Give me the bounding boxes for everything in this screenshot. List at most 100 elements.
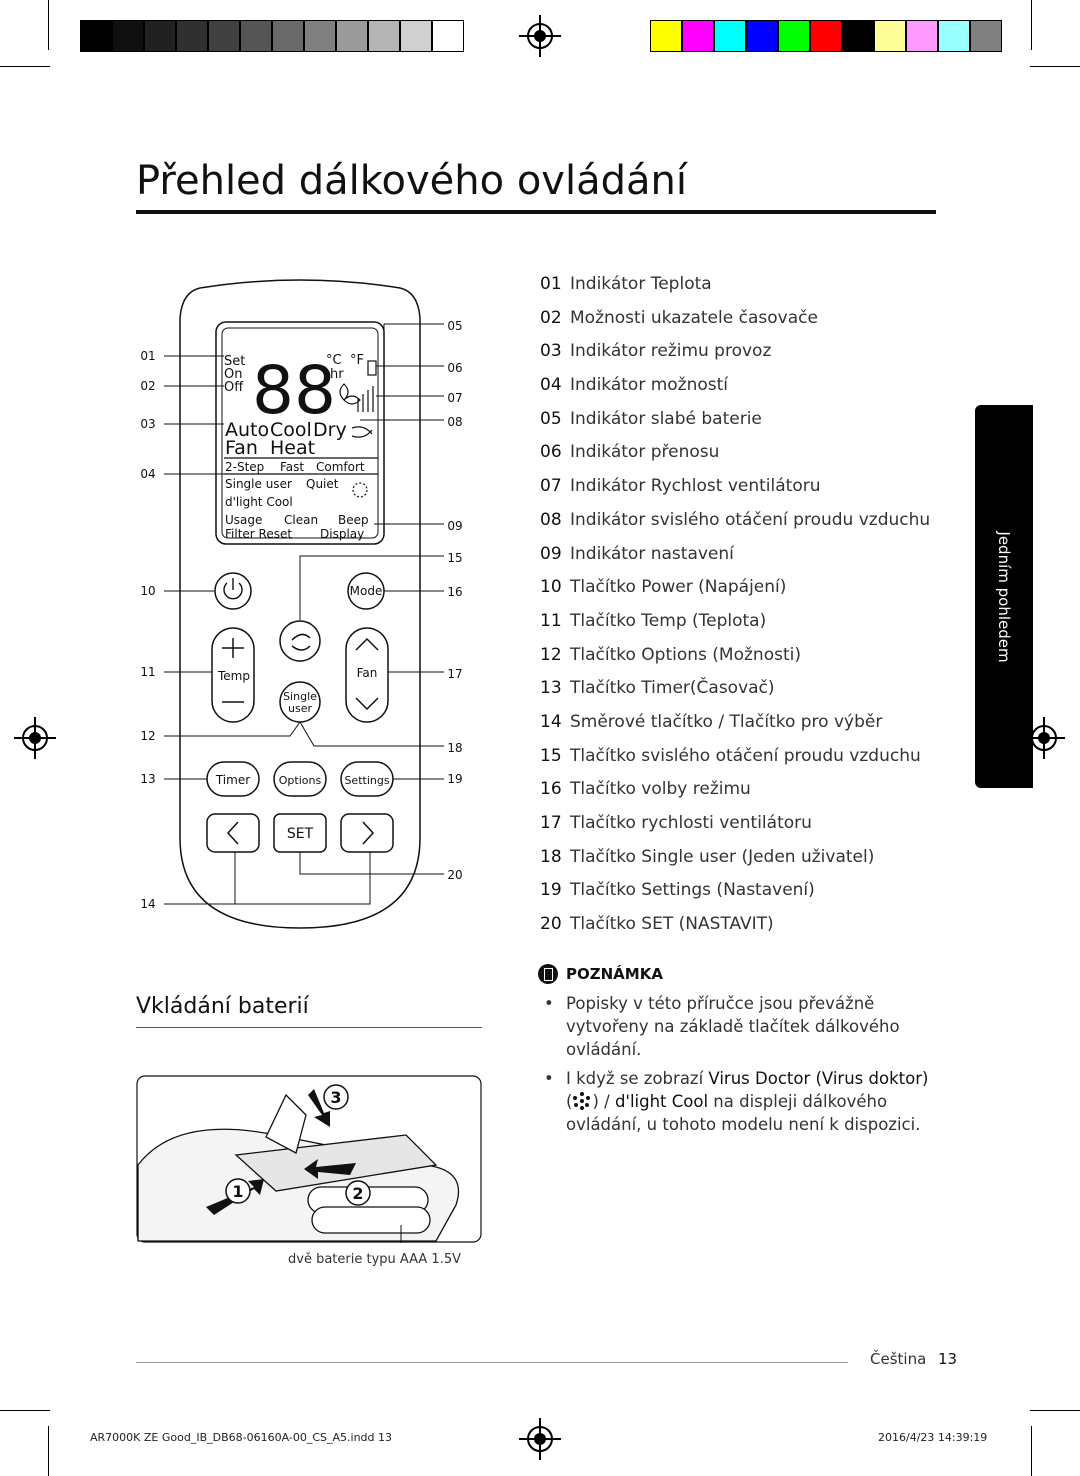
crop-mark (1030, 66, 1080, 67)
crop-mark (0, 1410, 50, 1411)
display-off: Off (224, 380, 244, 395)
legend-text: Možnosti ukazatele časovače (570, 307, 818, 328)
settings-label: Settings (344, 774, 389, 787)
legend-number: 19 (540, 880, 562, 901)
callout-number: 20 (447, 868, 462, 882)
legend-text: Indikátor Rychlost ventilátoru (570, 476, 821, 497)
section-rule (136, 1027, 482, 1028)
mode-label: Mode (350, 584, 383, 598)
display-digits: 88 (252, 352, 336, 429)
swing-icon (351, 426, 373, 438)
registration-mark (519, 1418, 561, 1460)
callout-number: 02 (140, 379, 155, 393)
set-label: SET (287, 826, 314, 842)
gray-swatch (272, 20, 304, 52)
crop-mark (48, 0, 49, 50)
legend-number: 18 (540, 846, 562, 867)
fan-speed-icon (357, 386, 374, 412)
callout-number: 17 (447, 667, 462, 681)
fan-rocker (345, 627, 389, 723)
legend-number: 08 (540, 509, 562, 530)
legend-number: 13 (540, 678, 562, 699)
legend-text: Indikátor svislého otáčení proudu vzduch… (570, 509, 931, 530)
step-3-marker (323, 1084, 349, 1110)
display-opt-display: Display (320, 527, 364, 541)
gray-swatch (80, 20, 112, 52)
footer-language: Čeština (870, 1350, 927, 1368)
callout-number: 11 (140, 665, 155, 679)
options-label: Options (279, 774, 322, 787)
legend-number: 12 (540, 644, 562, 665)
gray-swatch (400, 20, 432, 52)
legend-text: Tlačítko SET (NASTAVIT) (570, 914, 774, 935)
note-text: ( (566, 1092, 573, 1111)
crop-mark (1031, 1426, 1032, 1476)
legend-number: 07 (540, 476, 562, 497)
virus-doctor-icon (352, 482, 368, 498)
gray-swatch (240, 20, 272, 52)
gray-swatch (208, 20, 240, 52)
display-set: Set (224, 354, 245, 369)
crop-mark (1030, 1410, 1080, 1411)
title-rule (136, 210, 936, 214)
display-unit-f: °F (350, 353, 364, 368)
callout-number: 15 (447, 551, 462, 565)
gray-swatch (336, 20, 368, 52)
step-1-label: 1 (232, 1182, 243, 1201)
crop-mark (1031, 0, 1032, 50)
plus-icon (222, 638, 244, 658)
battery-cover (265, 1093, 307, 1154)
temp-label: Temp (217, 669, 250, 683)
display-opt-usage: Usage (225, 513, 262, 527)
legend-number: 05 (540, 408, 562, 429)
color-swatch (874, 20, 906, 52)
legend-text: Tlačítko rychlosti ventilátoru (570, 813, 812, 833)
chevron-right-icon (362, 821, 375, 845)
step-1-marker (225, 1178, 251, 1204)
legend-number: 01 (540, 274, 562, 294)
section-title: Vkládání baterií (136, 994, 309, 1019)
power-button (214, 572, 252, 610)
color-swatch (842, 20, 874, 52)
legend-item: 07 Indikátor Rychlost ventilátoru (540, 474, 930, 508)
callout-number: 08 (447, 415, 462, 429)
gray-swatch (432, 20, 464, 52)
registration-mark (14, 717, 56, 759)
remote-body (179, 279, 421, 929)
note-item-text: Popisky v této příručce jsou převážně vy… (566, 994, 900, 1059)
color-swatch (938, 20, 970, 52)
legend-number: 16 (540, 779, 562, 800)
legend-text: Tlačítko Settings (Nastavení) (570, 880, 815, 901)
battery-caption: dvě baterie typu AAA 1.5V (288, 1252, 461, 1267)
display-opt-clean: Clean (284, 513, 318, 527)
legend-number: 11 (540, 610, 562, 631)
callout-number: 19 (447, 772, 462, 786)
chevron-down-icon (355, 697, 379, 711)
single-label-1: Single (283, 690, 317, 703)
footer-rule (136, 1362, 848, 1363)
color-swatch (746, 20, 778, 52)
legend-text: Indikátor Teplota (570, 274, 712, 294)
display-mode-auto: Auto (225, 419, 269, 441)
display-opt-comfort: Comfort (316, 460, 365, 474)
legend-text: Indikátor přenosu (570, 442, 720, 463)
legend-number: 04 (540, 375, 562, 396)
gray-swatch (112, 20, 144, 52)
legend-number: 14 (540, 711, 562, 732)
legend-text: Indikátor možností (570, 375, 729, 396)
note-highlight: d'light Cool (614, 1092, 709, 1111)
callout-number: 09 (447, 519, 462, 533)
legend-text: Indikátor slabé baterie (570, 408, 762, 429)
battery-compartment (234, 1134, 438, 1192)
note-icon (538, 964, 558, 984)
display-opt-beep: Beep (338, 513, 369, 527)
color-swatch (714, 20, 746, 52)
